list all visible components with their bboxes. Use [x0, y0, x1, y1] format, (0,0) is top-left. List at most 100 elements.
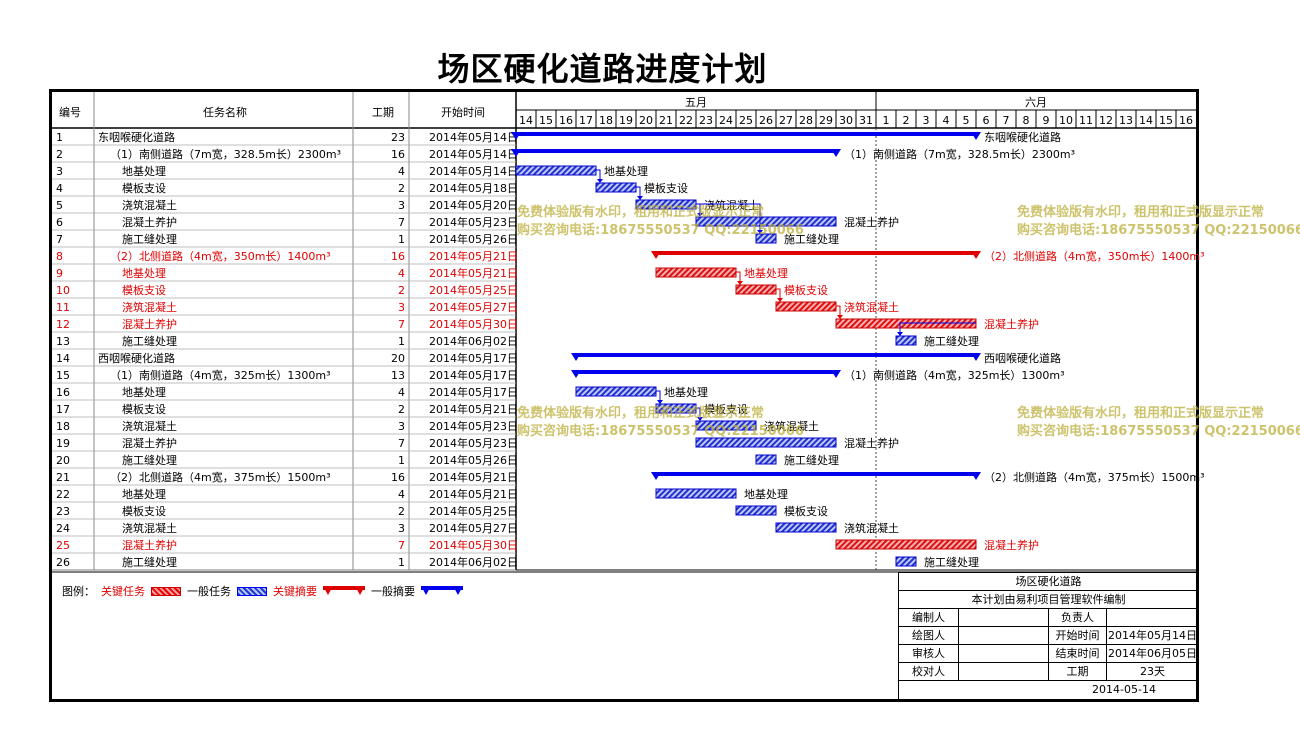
dependency-arrow [657, 400, 663, 404]
task-name: 模板支设 [122, 181, 166, 195]
task-start: 2014年05月25日 [429, 283, 518, 297]
task-name: 浇筑混凝土 [122, 198, 177, 212]
task-duration: 20 [391, 352, 405, 365]
task-name: 施工缝处理 [122, 453, 177, 467]
task-name: 地基处理 [122, 488, 166, 501]
task-bar [695, 216, 837, 227]
task-id: 17 [56, 403, 70, 416]
legend: 图例： 关键任务 一般任务 关键摘要 一般摘要 [62, 583, 463, 599]
legend-critical-summary-label: 关键摘要 [273, 585, 317, 598]
day-label: 28 [799, 114, 813, 127]
task-duration: 4 [398, 488, 405, 501]
dependency-line [899, 322, 976, 335]
info-checker-label: 校对人 [899, 663, 959, 681]
dependency-arrow [757, 230, 763, 234]
task-id: 4 [56, 182, 63, 195]
task-duration: 4 [398, 267, 405, 280]
info-end-value: 2014年06月05日 [1107, 645, 1199, 663]
legend-critical-task-label: 关键任务 [101, 585, 145, 598]
task-name: 模板支设 [122, 504, 166, 518]
info-project-name: 场区硬化道路 [899, 573, 1199, 591]
task-duration: 3 [398, 420, 405, 433]
info-reviewer-label: 审核人 [899, 645, 959, 663]
task-id: 13 [56, 335, 70, 348]
task-bar [655, 488, 737, 499]
day-label: 11 [1079, 114, 1093, 127]
day-label: 31 [859, 114, 873, 127]
task-start: 2014年05月26日 [429, 232, 518, 246]
task-bar [835, 539, 977, 550]
task-start: 2014年05月17日 [429, 385, 518, 399]
dependency-arrow [737, 281, 743, 285]
task-bar [655, 267, 737, 278]
info-owner-value [1107, 609, 1199, 627]
day-label: 26 [759, 114, 773, 127]
task-start: 2014年05月23日 [429, 419, 518, 433]
task-id: 1 [56, 131, 63, 144]
dependency-arrow [837, 315, 843, 319]
watermark: 购买咨询电话:18675550537 QQ:22150066 [1017, 223, 1300, 238]
day-label: 24 [719, 114, 733, 127]
task-bar [695, 437, 837, 448]
header-duration: 工期 [372, 106, 394, 119]
day-label: 19 [619, 114, 633, 127]
task-id: 7 [56, 233, 63, 246]
task-start: 2014年05月20日 [429, 198, 518, 212]
summary-cap [571, 370, 581, 378]
task-duration: 1 [398, 335, 405, 348]
bar-label: 地基处理 [744, 488, 788, 501]
task-name: 混凝土养护 [122, 538, 177, 552]
watermark: 免费体验版有水印，租用和正式版显示正常 [1017, 406, 1265, 421]
watermark: 购买咨询电话:18675550537 QQ:22150066 [517, 223, 804, 238]
bar-label: 施工缝处理 [784, 453, 839, 467]
day-label: 21 [659, 114, 673, 127]
dependency-line [776, 288, 781, 301]
task-name: （2）北侧道路（4m宽，350m长）1400m³ [110, 249, 331, 263]
summary-bar [516, 132, 976, 136]
legend-normal-summary-label: 一般摘要 [371, 585, 415, 598]
task-start: 2014年05月14日 [429, 130, 518, 144]
day-label: 9 [1043, 114, 1050, 127]
task-start: 2014年05月23日 [429, 436, 518, 450]
task-name: （1）南侧道路（4m宽，325m长）1300m³ [110, 368, 331, 382]
task-duration: 23 [391, 131, 405, 144]
task-id: 23 [56, 505, 70, 518]
task-id: 19 [56, 437, 70, 450]
task-start: 2014年05月27日 [429, 521, 518, 535]
day-label: 23 [699, 114, 713, 127]
legend-critical-summary-swatch [323, 586, 365, 595]
bar-label: （1）南侧道路（7m宽，328.5m长）2300m³ [844, 147, 1075, 161]
task-duration: 3 [398, 199, 405, 212]
task-id: 26 [56, 556, 70, 569]
legend-label: 图例： [62, 585, 95, 598]
legend-normal-task-label: 一般任务 [187, 585, 231, 598]
summary-cap [971, 472, 981, 480]
dependency-line [656, 390, 661, 403]
summary-cap [571, 353, 581, 361]
summary-cap [971, 251, 981, 259]
task-duration: 4 [398, 165, 405, 178]
task-duration: 13 [391, 369, 405, 382]
summary-cap [831, 149, 841, 157]
dependency-arrow [637, 196, 643, 200]
day-label: 7 [1003, 114, 1010, 127]
summary-cap [511, 149, 521, 157]
bar-label: 地基处理 [664, 386, 708, 399]
day-label: 10 [1059, 114, 1073, 127]
header-start: 开始时间 [441, 105, 485, 119]
day-label: 17 [579, 114, 593, 127]
task-name: 地基处理 [122, 267, 166, 280]
bar-label: 地基处理 [604, 165, 648, 178]
task-duration: 7 [398, 437, 405, 450]
day-label: 16 [559, 114, 573, 127]
task-start: 2014年06月02日 [429, 334, 518, 348]
summary-cap [651, 472, 661, 480]
task-name: 施工缝处理 [122, 555, 177, 569]
task-bar [775, 522, 837, 533]
task-id: 2 [56, 148, 63, 161]
legend-critical-task-swatch [151, 586, 181, 596]
task-bar [695, 420, 757, 431]
task-id: 24 [56, 522, 70, 535]
bar-label: （1）南侧道路（4m宽，325m长）1300m³ [844, 368, 1065, 382]
